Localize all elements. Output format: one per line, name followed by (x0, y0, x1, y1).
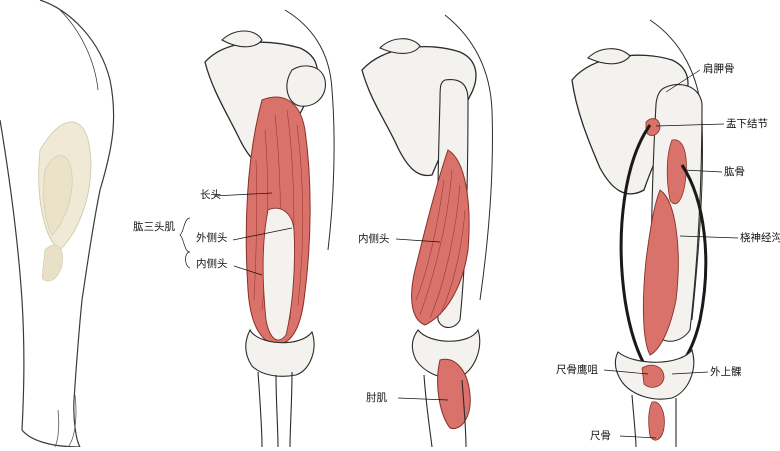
panel-2-leader-lines (395, 238, 449, 401)
humerus-head (286, 65, 326, 107)
elbow-bones (245, 328, 315, 377)
panel-1-leader-lines (179, 192, 293, 276)
olecranon-attachment (641, 364, 665, 388)
label-lateral-head: 外侧头 (196, 232, 228, 244)
acromion-process (587, 48, 631, 65)
label-anconeus: 肘肌 (366, 392, 387, 404)
panel-3-leader-lines (603, 69, 739, 439)
forearm-bones (257, 371, 293, 448)
label-humerus: 肱骨 (724, 166, 745, 178)
label-radial-groove: 桡神经沟 (740, 232, 780, 244)
medial-head-attachment (642, 189, 679, 356)
shoulder-outline (284, 9, 335, 251)
muscle-fiber-lines (415, 169, 466, 319)
forearm-bones (423, 374, 467, 448)
acromion-process (379, 38, 421, 54)
label-triceps-brachii: 肱三头肌 (133, 221, 175, 233)
label-medial-head: 内侧头 (196, 258, 228, 270)
label-long-head: 长头 (200, 189, 221, 201)
label-lateral-epicondyle: 外上髁 (710, 366, 742, 378)
panel-1-triceps-posterior (179, 9, 335, 448)
panel-2-triceps-medial-head (361, 14, 493, 448)
label-scapula: 肩胛骨 (703, 63, 735, 75)
body-outline-sketch (0, 0, 115, 448)
medial-head-muscle (411, 149, 470, 326)
label-infraglenoid-tubercle: 盂下结节 (726, 118, 768, 130)
label-ulna: 尺骨 (590, 430, 611, 442)
panel-3-attachments (571, 19, 739, 448)
shoulder-outline (444, 14, 493, 301)
ulna-muscle-patch (648, 401, 665, 441)
infraglenoid-attachment (645, 118, 661, 136)
arm-muscle-shading (38, 121, 92, 448)
humerus-attachment-area (666, 139, 687, 205)
triceps-tendon (262, 207, 295, 341)
acromion-process (221, 30, 263, 48)
label-olecranon: 尺骨鹰咀 (556, 364, 598, 376)
label-medial-head: 内侧头 (358, 233, 390, 245)
forearm-bones (631, 394, 677, 448)
anconeus-muscle (437, 358, 471, 430)
